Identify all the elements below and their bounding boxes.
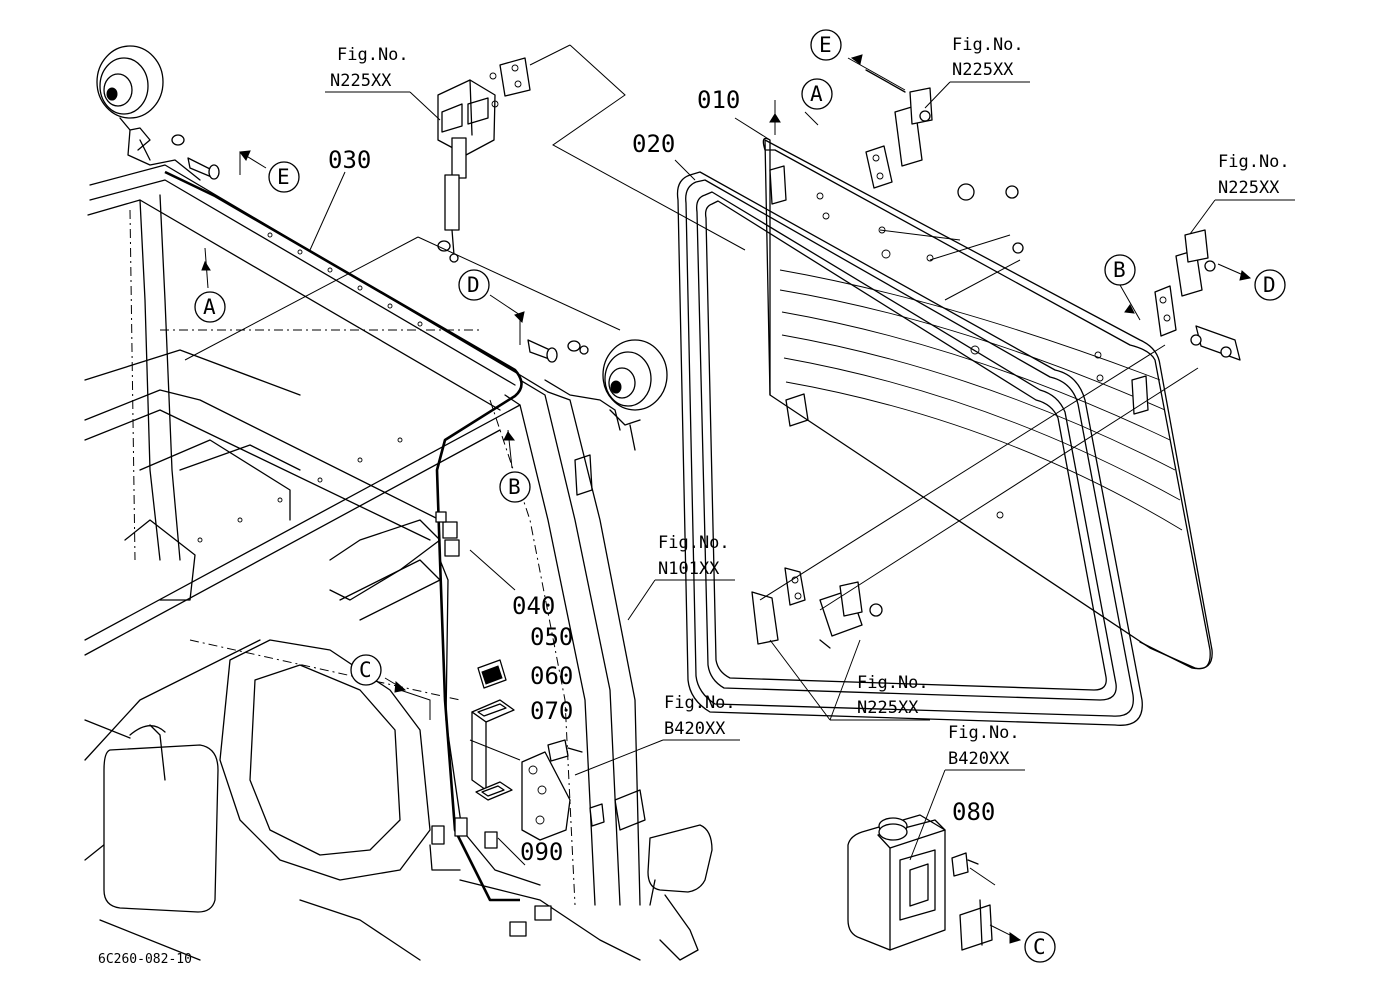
rear-glass-010 <box>762 137 1213 670</box>
svg-text:D: D <box>1263 273 1276 297</box>
callout-b-right: B <box>1104 254 1136 286</box>
figure-ref-top-center: Fig.No. N225XX <box>325 45 441 121</box>
callout-b-left: B <box>499 471 531 503</box>
part-080: 080 <box>952 798 995 826</box>
part-040: 040 <box>512 592 555 620</box>
diagram-code: 6C260-082-10 <box>98 952 192 967</box>
part-090: 090 <box>520 838 563 866</box>
part-number-labels: 010 020 030 040 050 060 070 080 090 <box>328 86 995 866</box>
callout-d-left: D <box>458 269 490 301</box>
connector-040 <box>435 511 460 557</box>
svg-text:E: E <box>819 33 832 57</box>
callout-e-right: E <box>810 29 842 61</box>
glass-hinges <box>751 69 1241 649</box>
fig-label: Fig.No. <box>948 723 1020 743</box>
fig-label: Fig.No. <box>1218 152 1290 172</box>
figure-ref-bottom-right: Fig.No. B420XX <box>948 723 1020 769</box>
switch-070 <box>475 781 513 801</box>
figure-ref-lower-left: Fig.No. B420XX <box>664 693 736 739</box>
wiring-harness-030 <box>164 170 523 902</box>
fig-label: Fig.No. <box>952 35 1024 55</box>
harness-connectors <box>429 817 552 937</box>
leader-lines <box>184 44 1295 941</box>
panel-060 <box>471 699 515 791</box>
side-mirror <box>84 719 219 913</box>
svg-text:A: A <box>203 295 216 319</box>
svg-text:C: C <box>1033 935 1046 959</box>
svg-text:C: C <box>359 658 372 682</box>
svg-text:E: E <box>277 165 290 189</box>
callout-c-left: C <box>350 654 382 686</box>
fig-ref-number: N225XX <box>857 698 919 718</box>
fig-label: Fig.No. <box>337 45 409 65</box>
fig-label: Fig.No. <box>664 693 736 713</box>
svg-text:A: A <box>810 82 823 106</box>
part-050: 050 <box>530 623 573 651</box>
callout-a-left: A <box>194 291 226 323</box>
work-lamp-left <box>96 45 201 181</box>
fig-ref-number: N225XX <box>952 60 1014 80</box>
lamp-mount-hardware <box>527 339 589 363</box>
weatherstrip-020 <box>676 171 1143 726</box>
fig-ref-number: N101XX <box>658 559 720 579</box>
right-mirror <box>647 824 713 961</box>
arrowheads <box>201 54 1252 944</box>
part-010: 010 <box>697 86 740 114</box>
work-lamp-right <box>544 339 668 451</box>
svg-text:B: B <box>1113 258 1126 282</box>
callout-e-left: E <box>268 161 300 193</box>
fig-ref-number: B420XX <box>948 749 1010 769</box>
washer-tank-080 <box>847 814 993 951</box>
lamp-mount-hardware-top <box>171 134 220 180</box>
figure-ref-middle: Fig.No. N101XX <box>658 533 730 579</box>
callout-a-right: A <box>801 78 833 110</box>
fig-ref-number: N225XX <box>330 71 392 91</box>
figure-ref-lower-middle: Fig.No. N225XX <box>857 673 929 718</box>
callout-c-right: C <box>1024 931 1056 963</box>
figure-ref-right: Fig.No. N225XX <box>1218 152 1290 198</box>
bracket-plate <box>521 739 605 841</box>
svg-text:B: B <box>508 475 521 499</box>
switch-050 <box>477 659 507 689</box>
part-070: 070 <box>530 697 573 725</box>
gas-strut <box>437 57 531 263</box>
fig-ref-number: N225XX <box>1218 178 1280 198</box>
callout-circles: E A D B C E A B <box>194 29 1286 963</box>
part-060: 060 <box>530 662 573 690</box>
fig-label: Fig.No. <box>658 533 730 553</box>
cab-frame <box>84 164 646 961</box>
svg-text:D: D <box>467 273 480 297</box>
callout-d-right: D <box>1254 269 1286 301</box>
figure-ref-top-right: Fig.No. N225XX <box>952 35 1024 80</box>
part-020: 020 <box>632 130 675 158</box>
part-030: 030 <box>328 146 371 174</box>
fig-label: Fig.No. <box>857 673 929 693</box>
fig-ref-number: B420XX <box>664 719 726 739</box>
